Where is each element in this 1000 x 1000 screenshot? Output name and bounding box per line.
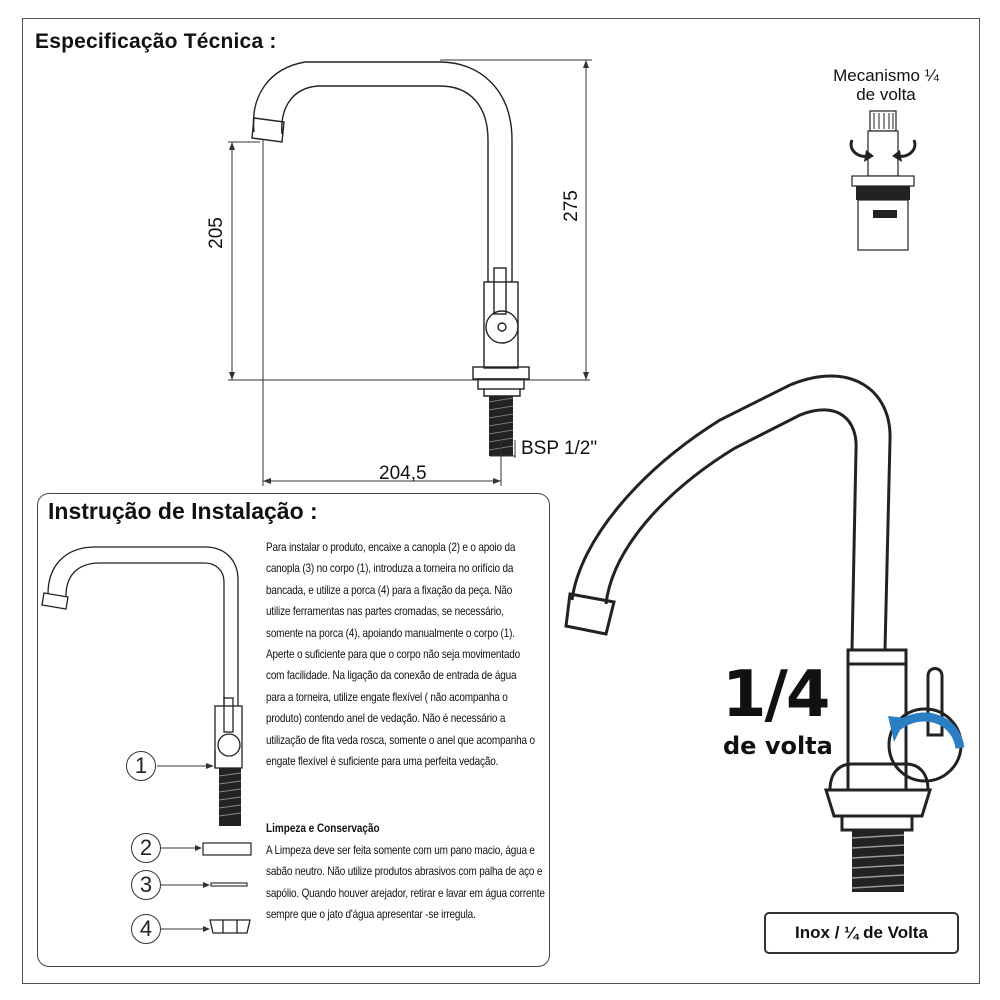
install-faucet (41, 546, 243, 769)
outer-frame (22, 18, 980, 984)
dimension-height-total: 275 (560, 190, 582, 222)
rotation-arrow-icon (888, 712, 965, 749)
spout-outline (252, 61, 513, 282)
dimension-thread: BSP 1/2" (521, 438, 598, 459)
large-thread (852, 830, 904, 892)
large-faucet (564, 374, 963, 832)
dimension-reach: 204,5 (379, 463, 427, 484)
aerator (251, 117, 285, 143)
installation-text: Para instalar o produto, encaixe a canop… (266, 541, 535, 769)
part-canopla (202, 842, 252, 856)
part-number-2: 2 (131, 833, 161, 863)
mechanism-label: Mecanismo ¼ de volta (833, 66, 939, 104)
installation-title: Instrução de Instalação : (48, 498, 318, 524)
part-number-4: 4 (131, 914, 161, 944)
part-porca (209, 919, 251, 934)
dimension-height-spout: 205 (205, 217, 227, 249)
material-badge: Inox / ¼ de Volta (764, 912, 959, 954)
cleaning-text: A Limpeza deve ser feita somente com um … (266, 844, 545, 922)
part-number-3: 3 (131, 870, 161, 900)
part-apoio (210, 882, 248, 887)
faucet-body (483, 281, 519, 369)
mechanism-illustration (849, 110, 917, 251)
quarter-turn-subtitle: de volta (723, 732, 833, 760)
cleaning-title: Limpeza e Conservação (266, 822, 380, 835)
handle-knob (485, 310, 519, 344)
installation-panel (37, 493, 550, 967)
quarter-turn-fraction: 1/4 (722, 658, 830, 732)
spec-title: Especificação Técnica : (35, 30, 277, 53)
part-number-1: 1 (126, 751, 156, 781)
install-thread (219, 768, 241, 826)
